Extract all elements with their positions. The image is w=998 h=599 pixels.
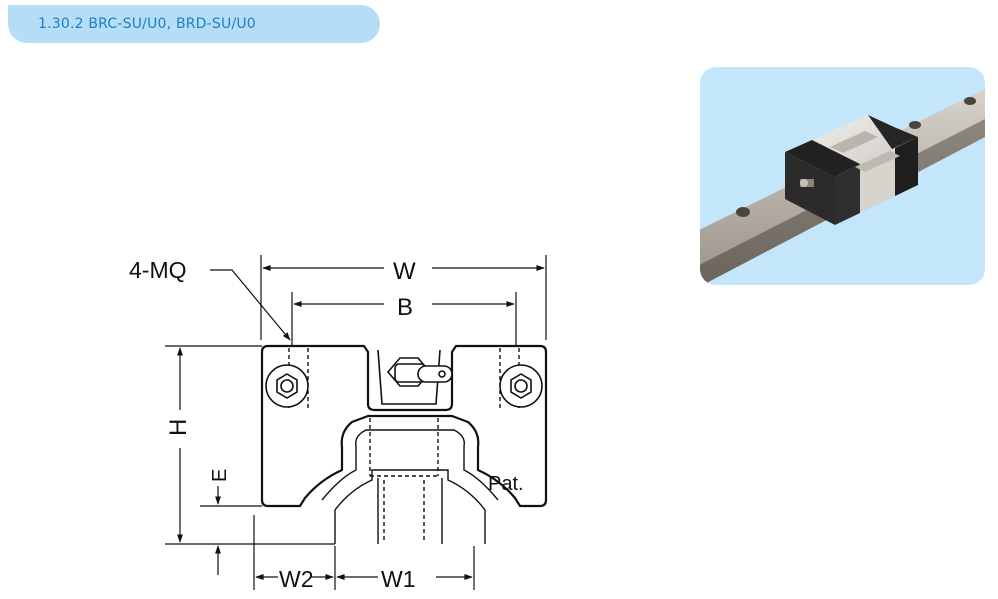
height-label: H bbox=[165, 419, 192, 436]
patent-mark: Pat. bbox=[488, 473, 524, 495]
rail-width-label: W1 bbox=[381, 566, 416, 592]
mounting-holes-label: 4-MQ bbox=[129, 257, 187, 283]
section-tab: 1.30.2 BRC-SU/U0, BRD-SU/U0 bbox=[8, 5, 380, 43]
side-width-label: W2 bbox=[279, 566, 314, 592]
product-photo bbox=[700, 67, 985, 285]
section-title: 1.30.2 BRC-SU/U0, BRD-SU/U0 bbox=[38, 16, 256, 32]
width-label: W bbox=[393, 258, 416, 285]
linear-guide-photo-image bbox=[700, 89, 985, 285]
hole-span-label: B bbox=[397, 294, 413, 321]
rail-clearance-label: E bbox=[209, 469, 231, 482]
